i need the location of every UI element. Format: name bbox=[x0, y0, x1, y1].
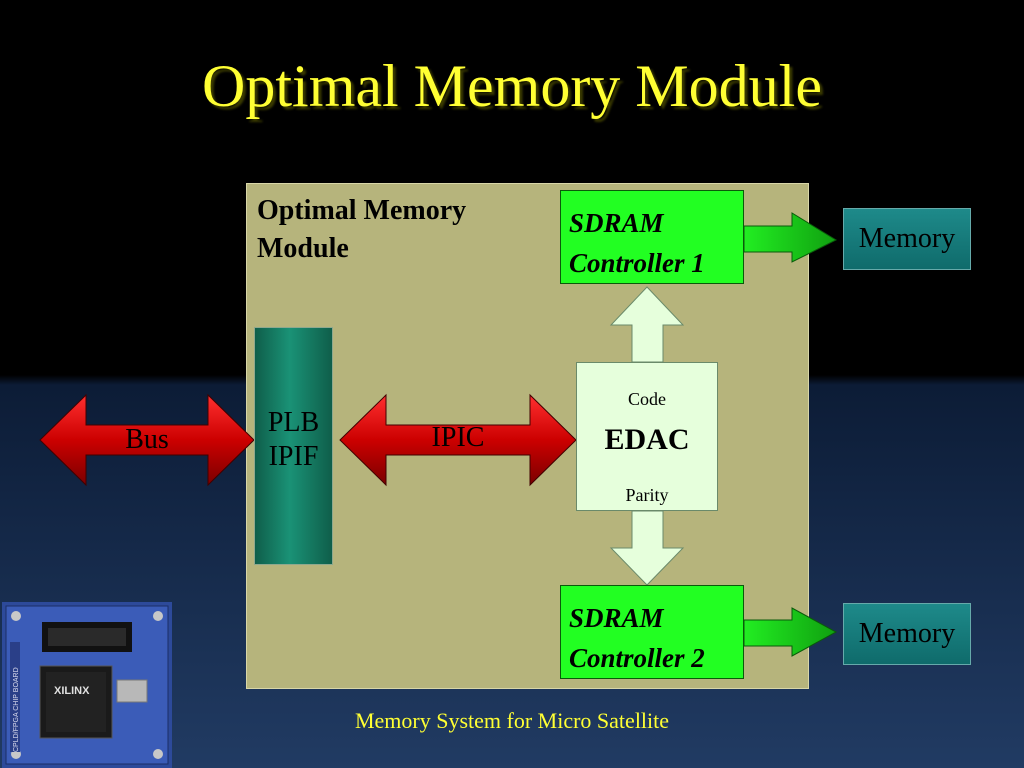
edac-code-label: Code bbox=[628, 389, 666, 409]
sdram-controller-2: SDRAM Controller 2 bbox=[560, 585, 744, 679]
edac-block: Code EDAC Parity bbox=[576, 362, 718, 511]
edac-label: EDAC bbox=[604, 423, 690, 456]
plb-ipif-block: PLB IPIF bbox=[254, 327, 333, 565]
edac-parity-label: Parity bbox=[625, 485, 669, 505]
slide-title: Optimal Memory Module bbox=[202, 53, 822, 119]
controller2-line1: SDRAM bbox=[569, 603, 664, 633]
memory-block-1: Memory bbox=[843, 208, 971, 270]
plb-line2: IPIF bbox=[268, 441, 319, 472]
module-label-line1: Optimal Memory bbox=[257, 195, 467, 226]
chip-board-image: XILINX CPLD/FPGA CHIP BOARD bbox=[2, 602, 172, 768]
controller1-line2: Controller 1 bbox=[569, 248, 705, 278]
module-label: Optimal Memory Module bbox=[257, 192, 466, 268]
slide-caption: Memory System for Micro Satellite bbox=[354, 708, 670, 733]
controller2-line2: Controller 2 bbox=[569, 643, 705, 673]
sdram-controller-1: SDRAM Controller 1 bbox=[560, 190, 744, 284]
chip-brand-text: XILINX bbox=[54, 685, 90, 697]
memory2-arrow bbox=[743, 607, 838, 657]
ipic-arrow-label: IPIC bbox=[431, 422, 485, 453]
controller1-line1: SDRAM bbox=[569, 208, 664, 238]
chip-board-photo: XILINX CPLD/FPGA CHIP BOARD bbox=[2, 602, 172, 768]
memory1-arrow bbox=[743, 212, 838, 263]
module-label-line2: Module bbox=[257, 233, 349, 264]
plb-line1: PLB bbox=[267, 407, 320, 438]
chip-side-text: CPLD/FPGA CHIP BOARD bbox=[13, 667, 20, 752]
memory-block-2: Memory bbox=[843, 603, 971, 665]
edac-vertical-arrow bbox=[609, 286, 685, 363]
edac-vertical-arrow-lower bbox=[609, 510, 685, 586]
bus-arrow-label: Bus bbox=[125, 424, 169, 455]
